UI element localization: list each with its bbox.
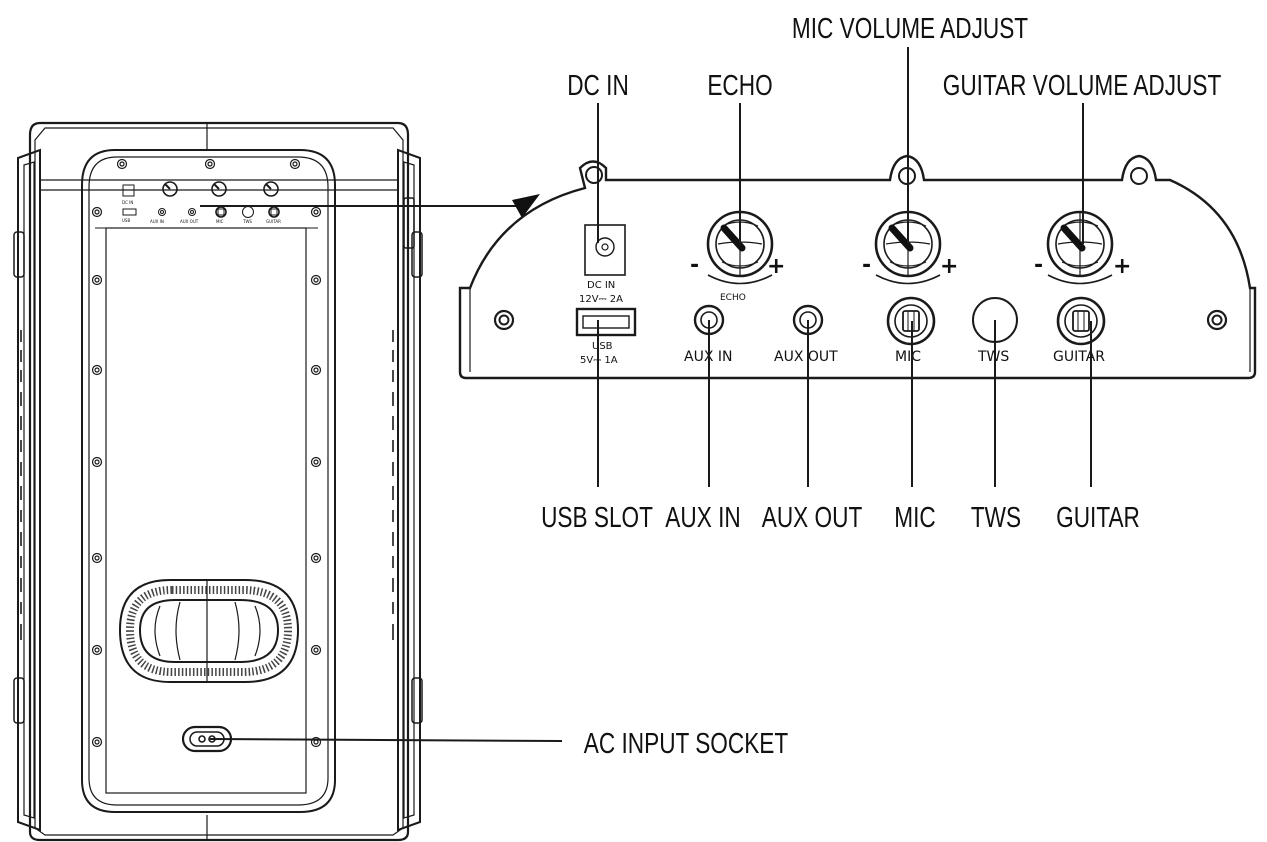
svg-text:DC IN: DC IN	[122, 200, 133, 205]
leader-lines	[209, 47, 1092, 742]
panel-usb-label: USB	[592, 341, 613, 352]
mic-minus: -	[862, 253, 871, 278]
right-side-rail	[392, 148, 423, 832]
svg-text:AUX IN: AUX IN	[150, 219, 164, 224]
enlarged-control-panel	[458, 154, 1257, 380]
echo-plus: +	[767, 254, 785, 279]
guitar-volume-knob	[1046, 210, 1114, 285]
panel-aux-out-label: AUX OUT	[774, 349, 838, 365]
callout-guitar: GUITAR	[1056, 500, 1140, 533]
dc-in-jack	[584, 224, 626, 276]
callout-echo: ECHO	[707, 68, 772, 101]
callout-aux-out: AUX OUT	[762, 500, 863, 533]
callout-usb-slot: USB SLOT	[541, 500, 653, 533]
callout-ac-input-socket: AC INPUT SOCKET	[584, 726, 789, 759]
callout-mic-volume: MIC VOLUME ADJUST	[792, 11, 1028, 44]
svg-text:AUX OUT: AUX OUT	[180, 219, 199, 224]
callout-tws: TWS	[971, 500, 1021, 533]
carry-handle	[118, 579, 300, 683]
callout-aux-in: AUX IN	[665, 500, 740, 533]
left-side-rail	[13, 148, 41, 832]
svg-text:GUITAR: GUITAR	[266, 219, 281, 224]
mini-control-panel	[122, 181, 280, 218]
panel-guitar-label: GUITAR	[1053, 349, 1105, 365]
callout-dc-in: DC IN	[567, 68, 629, 101]
callout-guitar-volume: GUITAR VOLUME ADJUST	[943, 68, 1222, 101]
guitar-jack	[1056, 296, 1106, 346]
guitar-minus: -	[1034, 253, 1043, 278]
speaker-body: DC IN USB AUX IN AUX OUT MIC TWS GUITAR	[13, 121, 423, 842]
guitar-plus: +	[1113, 254, 1131, 279]
panel-dc-in-label: DC IN	[587, 280, 615, 291]
mic-plus: +	[940, 254, 958, 279]
svg-text:MIC: MIC	[216, 219, 224, 224]
zoom-pointer-arrow	[200, 194, 540, 218]
echo-minus: -	[690, 253, 699, 278]
svg-text:USB: USB	[122, 218, 130, 223]
panel-echo-label: ECHO	[720, 293, 746, 303]
panel-tws-label: TWS	[977, 349, 1009, 365]
svg-text:TWS: TWS	[242, 219, 252, 224]
panel-dc-rating: 12V⎓ 2A	[579, 294, 623, 305]
usb-port	[575, 307, 637, 337]
mini-panel-labels: DC IN USB AUX IN AUX OUT MIC TWS GUITAR	[122, 200, 281, 224]
callout-mic: MIC	[894, 500, 935, 533]
panel-mic-label: MIC	[895, 349, 921, 365]
plate-screws	[91, 158, 322, 748]
